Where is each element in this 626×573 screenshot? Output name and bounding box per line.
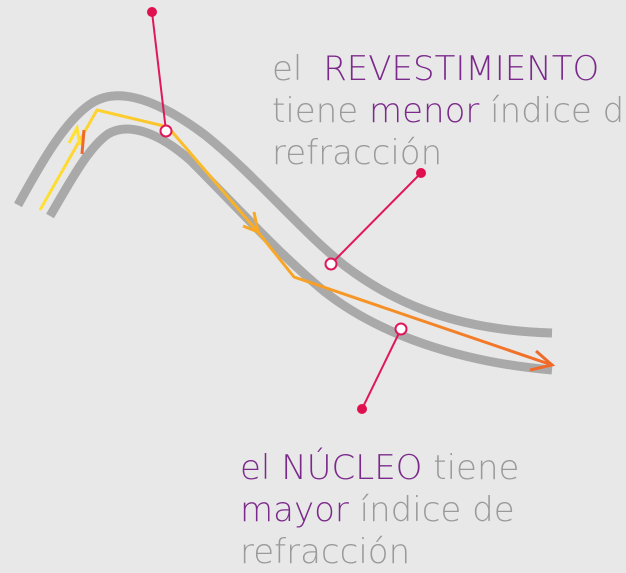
cladding-caption-line-2: tiene menor índice de [272, 90, 626, 132]
callout-mid-line [330, 172, 422, 265]
callout-top-dot [147, 7, 157, 17]
core-verb: tiene [433, 448, 520, 488]
fiber-inner-wall [46, 124, 553, 375]
ray-arrow-tick-1 [80, 129, 86, 155]
callout-top-line [151, 11, 167, 132]
callout-core-ring [394, 322, 408, 336]
callout-mid-ring [324, 257, 338, 271]
light-ray [38, 108, 553, 367]
core-caption-line-3: refracción [240, 532, 411, 572]
core-caption: el NÚCLEO tiene mayor índice de refracci… [240, 447, 519, 573]
core-term: NÚCLEO [281, 448, 423, 488]
cladding-caption-line-1: el REVESTIMIENTO [272, 48, 626, 90]
callout-top-ring [159, 124, 173, 138]
callout-core-line [361, 328, 402, 410]
callout-core-dot [357, 404, 367, 414]
cladding-comparative: menor [368, 91, 480, 131]
fiber-outer-wall [14, 91, 553, 338]
ray-arrow-3 [529, 349, 556, 372]
callout-mid-dot [416, 168, 426, 178]
core-article: el [240, 448, 271, 488]
ray-arrow-2 [242, 211, 261, 235]
cladding-article: el [272, 49, 303, 89]
core-comparative: mayor [240, 490, 349, 530]
core-caption-line-1: el NÚCLEO tiene [240, 447, 519, 489]
core-caption-line-2: mayor índice de [240, 489, 519, 531]
cladding-term: REVESTIMIENTO [323, 49, 600, 89]
ray-arrow-1 [67, 123, 82, 146]
cladding-caption-line-3: refracción [272, 133, 443, 173]
core-index-label: índice de [359, 490, 515, 530]
cladding-index-label: índice de [490, 91, 626, 131]
optical-fiber-diagram [14, 7, 556, 414]
cladding-verb: tiene [272, 91, 359, 131]
cladding-caption: el REVESTIMIENTO tiene menor índice de r… [272, 48, 626, 174]
